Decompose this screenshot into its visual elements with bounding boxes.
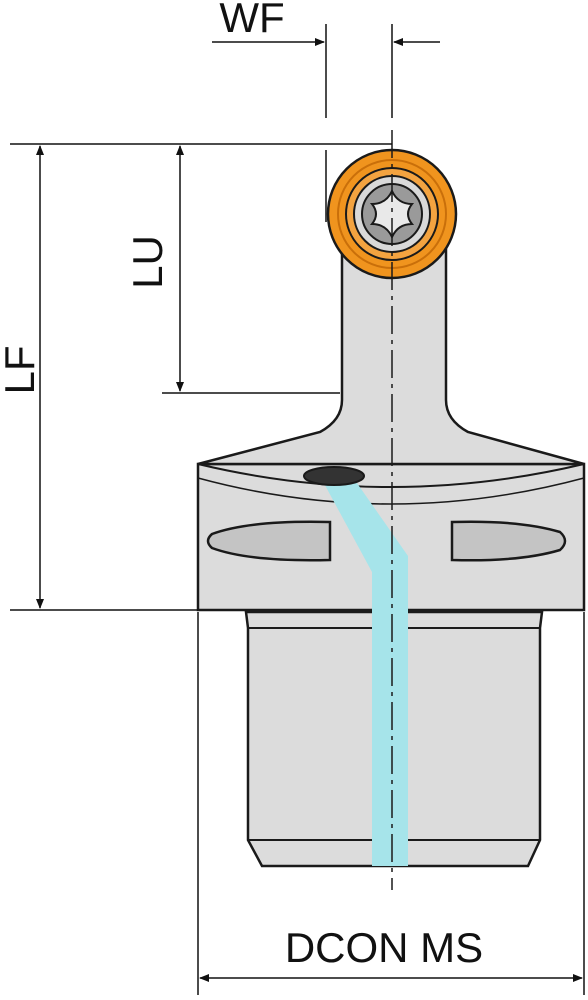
coolant-channel	[303, 466, 408, 866]
label-dcon-ms: DCON MS	[285, 924, 483, 971]
neck	[197, 246, 585, 466]
dimension-lf: LF	[0, 143, 392, 611]
label-lf: LF	[0, 345, 43, 394]
dimension-lu: LU	[124, 145, 340, 394]
right-slot	[450, 520, 567, 562]
dimension-wf: WF	[212, 0, 440, 222]
label-lu: LU	[124, 235, 171, 289]
left-slot	[206, 520, 332, 562]
dimension-dcon-ms: DCON MS	[197, 612, 585, 995]
torx-screw-icon	[361, 183, 423, 245]
label-wf: WF	[219, 0, 284, 41]
coolant-port	[303, 466, 365, 486]
